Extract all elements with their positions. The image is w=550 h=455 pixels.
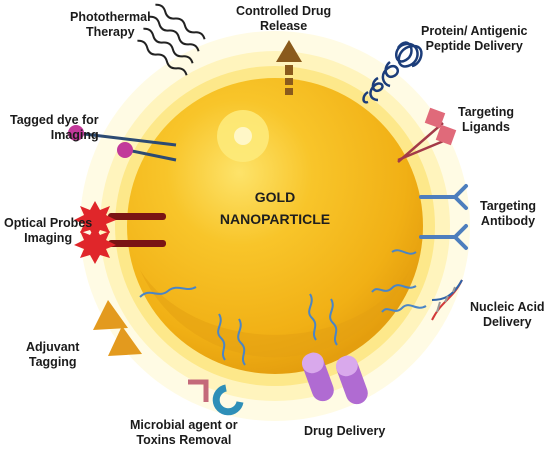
protein-coil-icon — [362, 41, 423, 104]
ligand-icon — [397, 107, 457, 163]
label-drug-delivery: Drug Delivery — [304, 424, 386, 438]
linker-strands — [139, 249, 427, 366]
dna-helix-icon — [431, 279, 463, 321]
microbe-icon — [188, 379, 244, 416]
highlight-small — [234, 127, 252, 145]
arrow-up-icon — [276, 40, 302, 95]
starburst-probe-icon — [74, 201, 166, 264]
triangle-icon — [93, 300, 142, 356]
capsule-icon — [301, 352, 368, 405]
dye-pin-icon — [68, 125, 177, 162]
sphere-shadow — [140, 270, 410, 358]
antibody-icon — [419, 184, 468, 250]
center-title-line2: NANOPARTICLE — [219, 211, 331, 227]
wavy-lines-icon — [137, 3, 206, 76]
gold-sphere — [127, 78, 423, 374]
center-title: GOLD NANOPARTICLE — [205, 186, 345, 230]
center-title-line1: GOLD — [254, 189, 296, 205]
